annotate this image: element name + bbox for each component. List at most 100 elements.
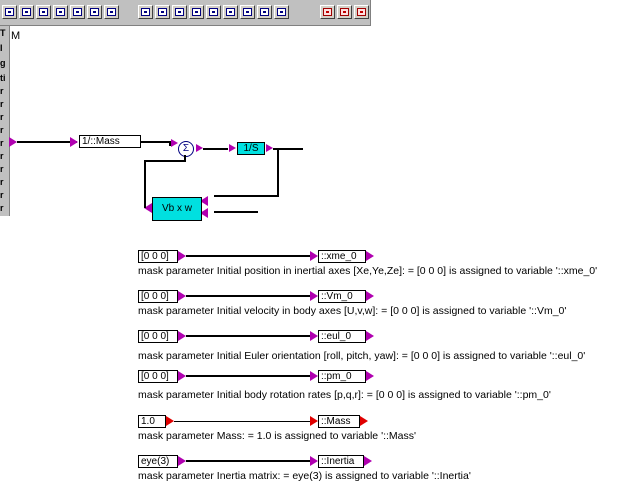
palette-letter[interactable]: g — [0, 58, 6, 68]
toolbar-scope-icon[interactable] — [320, 5, 335, 19]
param-value-block[interactable]: [0 0 0] — [138, 370, 178, 383]
toolbar-block-icon[interactable] — [138, 5, 153, 19]
output-port-icon — [364, 456, 372, 466]
param-value-block[interactable]: [0 0 0] — [138, 290, 178, 303]
param-value-block[interactable]: 1.0 — [138, 415, 166, 428]
toolbar-block-icon[interactable] — [189, 5, 204, 19]
toolbar-block-icon[interactable] — [223, 5, 238, 19]
signal-line[interactable] — [17, 141, 77, 143]
sum-block[interactable]: Σ — [178, 141, 194, 157]
gain-block[interactable]: 1/::Mass — [79, 135, 141, 148]
toolbar-block-icon[interactable] — [172, 5, 187, 19]
palette-letter[interactable]: r — [0, 138, 4, 148]
input-port-icon — [171, 139, 178, 147]
signal-line[interactable] — [214, 195, 279, 197]
param-variable-block[interactable]: ::Inertia — [318, 455, 364, 468]
signal-line[interactable] — [184, 155, 186, 162]
signal-line[interactable] — [144, 160, 184, 162]
input-port-icon — [310, 456, 318, 466]
param-caption: mask parameter Initial position in inert… — [138, 265, 598, 277]
palette-letter[interactable]: ti — [0, 73, 6, 83]
signal-line[interactable] — [144, 160, 146, 208]
signal-line[interactable] — [169, 141, 171, 146]
param-variable-block[interactable]: ::Mass — [318, 415, 360, 428]
output-port-icon — [366, 291, 374, 301]
param-value-block[interactable]: [0 0 0] — [138, 250, 178, 263]
palette-letter[interactable]: r — [0, 99, 4, 109]
palette-letter[interactable]: r — [0, 190, 4, 200]
toolbar-block-icon[interactable] — [53, 5, 68, 19]
param-variable-block[interactable]: ::xme_0 — [318, 250, 366, 263]
palette-letter[interactable]: I — [0, 43, 3, 53]
palette-letter[interactable]: r — [0, 86, 4, 96]
toolbar — [0, 0, 371, 26]
output-port-icon — [366, 251, 374, 261]
input-port-icon — [310, 371, 318, 381]
signal-line[interactable] — [214, 211, 258, 213]
param-variable-block[interactable]: ::Vm_0 — [318, 290, 366, 303]
signal-line[interactable] — [277, 148, 279, 196]
signal-line[interactable] — [186, 335, 310, 337]
param-caption: mask parameter Initial Euler orientation… — [138, 350, 586, 362]
param-caption: mask parameter Mass: = 1.0 is assigned t… — [138, 430, 416, 442]
palette-letter[interactable]: r — [0, 151, 4, 161]
signal-line[interactable] — [186, 460, 310, 462]
toolbar-block-icon[interactable] — [19, 5, 34, 19]
toolbar-block-icon[interactable] — [104, 5, 119, 19]
palette-letter[interactable]: r — [0, 112, 4, 122]
param-caption: mask parameter Inertia matrix: = eye(3) … — [138, 470, 471, 482]
toolbar-block-icon[interactable] — [240, 5, 255, 19]
output-port-icon — [178, 331, 186, 341]
input-port-icon[interactable] — [9, 137, 17, 147]
signal-line[interactable] — [174, 421, 310, 422]
param-caption: mask parameter Initial velocity in body … — [138, 305, 567, 317]
input-port-icon — [310, 416, 318, 426]
param-variable-block[interactable]: ::pm_0 — [318, 370, 366, 383]
output-port-icon — [178, 291, 186, 301]
toolbar-block-icon[interactable] — [36, 5, 51, 19]
param-caption: mask parameter Initial body rotation rat… — [138, 389, 551, 401]
output-port-icon — [360, 416, 368, 426]
input-port-icon — [70, 137, 78, 147]
toolbar-scope-icon[interactable] — [337, 5, 352, 19]
palette-letter[interactable]: r — [0, 125, 4, 135]
block-palette: T I g ti r r r r r r r r r r — [0, 26, 10, 216]
toolbar-block-icon[interactable] — [257, 5, 272, 19]
param-value-block[interactable]: eye(3) — [138, 455, 178, 468]
integrator-block[interactable]: 1/S — [237, 142, 265, 155]
input-port-icon — [229, 144, 236, 152]
signal-line[interactable] — [203, 148, 228, 150]
output-port-icon — [366, 371, 374, 381]
cross-product-block[interactable]: Vb x w — [152, 197, 202, 221]
palette-letter[interactable]: r — [0, 164, 4, 174]
palette-letter[interactable]: T — [0, 28, 6, 38]
output-port-icon — [178, 251, 186, 261]
toolbar-block-icon[interactable] — [155, 5, 170, 19]
signal-line[interactable] — [186, 295, 310, 297]
param-variable-block[interactable]: ::eul_0 — [318, 330, 366, 343]
signal-line[interactable] — [186, 255, 310, 257]
toolbar-block-icon[interactable] — [274, 5, 289, 19]
toolbar-block-icon[interactable] — [2, 5, 17, 19]
output-port-icon — [144, 203, 152, 213]
toolbar-scope-icon[interactable] — [354, 5, 369, 19]
toolbar-block-icon[interactable] — [206, 5, 221, 19]
output-port-icon — [266, 144, 273, 152]
input-port-icon — [310, 291, 318, 301]
canvas-label: M — [11, 30, 21, 42]
signal-line[interactable] — [141, 141, 171, 143]
signal-line[interactable] — [186, 375, 310, 377]
param-value-block[interactable]: [0 0 0] — [138, 330, 178, 343]
signal-line[interactable] — [273, 148, 303, 150]
palette-letter[interactable]: r — [0, 177, 4, 187]
output-port-icon — [178, 456, 186, 466]
output-port-icon — [196, 144, 203, 152]
toolbar-block-icon[interactable] — [70, 5, 85, 19]
output-port-icon — [178, 371, 186, 381]
input-port-icon — [310, 331, 318, 341]
output-port-icon — [166, 416, 174, 426]
toolbar-block-icon[interactable] — [87, 5, 102, 19]
input-port-icon — [200, 196, 208, 206]
palette-letter[interactable]: r — [0, 203, 4, 213]
input-port-icon — [310, 251, 318, 261]
